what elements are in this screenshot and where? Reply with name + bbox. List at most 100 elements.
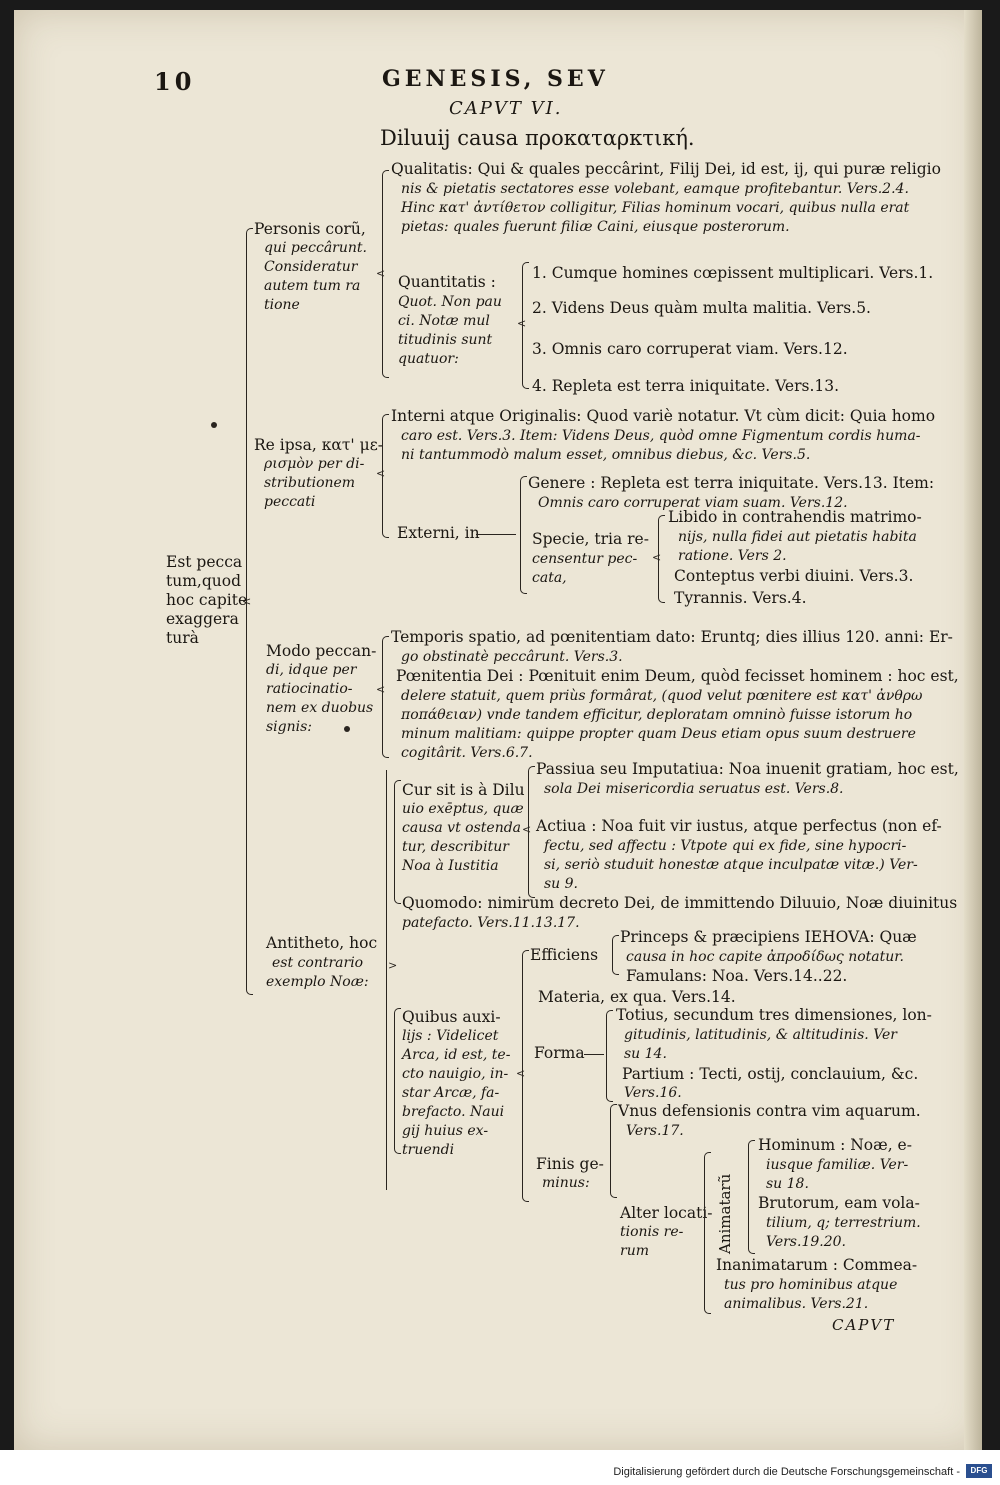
actiua-text: fectu, sed affectu : Vtpote qui ex fide,… (544, 838, 907, 854)
modo-brace (382, 636, 389, 758)
re-ipsa-label: Re ipsa, κατ' με- (254, 436, 383, 454)
efficiens-label: Efficiens (530, 946, 599, 964)
quantitatis-label: Quantitatis : (398, 273, 496, 291)
hominum-text: iusque familiæ. Ver- (766, 1157, 909, 1173)
animatarum-label: Animatarũ (716, 1173, 734, 1254)
quantitatis-label: titudinis sunt (398, 332, 493, 348)
personis-label: autem tum ra (264, 278, 361, 294)
hominum-text: Hominum : Noæ, e- (758, 1136, 912, 1154)
quibus-brace (394, 1008, 401, 1154)
inanimatarum-text: animalibus. Vers.21. (724, 1296, 869, 1312)
materia-text: Materia, ex qua. Vers.14. (538, 988, 736, 1006)
qualitatis-text: Hinc κατ' ἀντίθετον colligitur, Filias h… (401, 200, 910, 216)
quibus-label: cto nauigio, in- (402, 1066, 509, 1082)
root-text: Est pecca (166, 553, 243, 571)
page-number: 10 (154, 67, 196, 96)
genere-text: Omnis caro corruperat viam suam. Vers.12… (538, 495, 848, 511)
main-brace (246, 228, 253, 995)
personis-label: Personis corũ, (254, 220, 366, 238)
specie-label: Specie, tria re- (532, 530, 649, 548)
root-text: tum,quod (166, 572, 241, 590)
alter-label: rum (620, 1243, 649, 1259)
quibus-label: lijs : Videlicet (402, 1028, 499, 1044)
brace-tip: < (376, 683, 386, 696)
personis-label: tione (264, 297, 300, 313)
tyrannis-text: Tyrannis. Vers.4. (674, 589, 807, 607)
princeps-text: causa in hoc capite ἀπροδίδως notatur. (626, 949, 904, 965)
actiua-text: Actiua : Noa fuit vir iustus, atque perf… (536, 817, 942, 835)
quantitatis-label: ci. Notæ mul (398, 313, 490, 329)
quantitatis-label: quatuor: (398, 351, 459, 367)
nota-item: 2. Videns Deus quàm multa malitia. Vers.… (532, 299, 871, 317)
finis-label: Finis ge- (536, 1155, 604, 1173)
root-text: hoc capite (166, 591, 248, 609)
quibus-label: Arca, id est, te- (402, 1047, 511, 1063)
chapter-heading: CAPVT VI. (449, 98, 563, 119)
brace-tip: > (388, 959, 398, 972)
actiua-text: si, seriò studuit honestæ atque inculpat… (544, 857, 918, 873)
finis-brace (610, 1104, 617, 1198)
externi-brace (520, 476, 527, 594)
footer-bar: Digitalisierung gefördert durch die Deut… (0, 1450, 1000, 1485)
brace-tip: < (517, 317, 527, 330)
partium-text: Partium : Tecti, ostij, conclauium, &c. (622, 1065, 919, 1083)
nota-brace (522, 262, 529, 389)
quibus-label: brefacto. Naui (402, 1104, 505, 1120)
specie-brace (658, 515, 665, 603)
modo-label: nem ex duobus (266, 700, 374, 716)
forma-brace (606, 1010, 613, 1102)
specie-label: censentur pec- (532, 551, 638, 567)
quomodo-text: patefacto. Vers.11.13.17. (402, 915, 580, 931)
passiua-text: sola Dei misericordia seruatus est. Vers… (544, 781, 844, 797)
modo-label: ratiocinatio- (266, 681, 353, 697)
alter-label: tionis re- (620, 1224, 684, 1240)
totius-text: Totius, secundum tres dimensiones, lon- (616, 1006, 932, 1024)
vnus-text: Vnus defensionis contra vim aquarum. (618, 1102, 921, 1120)
root-text: exaggera (166, 610, 239, 628)
catchword: CAPVT (832, 1316, 896, 1334)
re-ipsa-label: stributionem (264, 475, 356, 491)
libido-text: Libido in contrahendis matrimo- (668, 508, 922, 526)
cur-label: Noa à Iustitia (402, 858, 499, 874)
dfg-logo: DFG (966, 1464, 992, 1478)
page-edge (964, 10, 982, 1450)
modo-label: Modo peccan- (266, 642, 377, 660)
poenitentia-text: ποπάθειαν) vnde tandem efficitur, deplor… (401, 707, 913, 723)
antitheto-stem (386, 770, 387, 1190)
cur-label: tur, describitur (402, 839, 509, 855)
brace-tip: < (522, 823, 532, 836)
quibus-label: star Arcæ, fa- (402, 1085, 500, 1101)
personis-brace (382, 170, 389, 378)
brutorum-text: Brutorum, eam vola- (758, 1194, 920, 1212)
cur-brace (394, 780, 401, 904)
brace-tip: < (376, 467, 386, 480)
ink-spot (211, 422, 217, 428)
brace-tip: < (652, 551, 662, 564)
vnus-text: Vers.17. (626, 1123, 684, 1139)
specie-label: cata, (532, 570, 567, 586)
hominum-text: su 18. (766, 1176, 809, 1192)
qualitatis-text: Qualitatis: Qui & quales peccârint, Fili… (391, 160, 941, 178)
forma-label: Forma (534, 1044, 585, 1062)
libido-text: nijs, nulla fidei aut pietatis habita (678, 529, 917, 545)
partium-text: Vers.16. (624, 1085, 682, 1101)
antitheto-label: est contrario (272, 955, 364, 971)
totius-text: su 14. (624, 1046, 667, 1062)
root-text: turà (166, 629, 199, 647)
ink-spot (344, 726, 350, 732)
poenitentia-text: Pœnitentia Dei : Pœnituit enim Deum, quò… (396, 667, 959, 685)
cur-label: Cur sit is à Dilu (402, 781, 525, 799)
brace-tip: < (376, 267, 386, 280)
brace-tip: < (242, 595, 252, 608)
poenitentia-text: minum malitiam: quippe propter quam Deus… (401, 726, 916, 742)
re-ipsa-brace (382, 414, 389, 538)
antitheto-label: exemplo Noæ: (266, 974, 369, 990)
quibus-label: gij huius ex- (402, 1123, 489, 1139)
nota-item: 3. Omnis caro corruperat viam. Vers.12. (532, 340, 848, 358)
cur-label: causa vt ostenda (402, 820, 522, 836)
inanimatarum-text: tus pro hominibus atque (724, 1277, 898, 1293)
animatarum-brace (748, 1140, 755, 1254)
running-title: GENESIS, SEV (382, 66, 609, 92)
passiua-text: Passiua seu Imputatiua: Noa inuenit grat… (536, 760, 959, 778)
personis-label: Consideratur (264, 259, 358, 275)
